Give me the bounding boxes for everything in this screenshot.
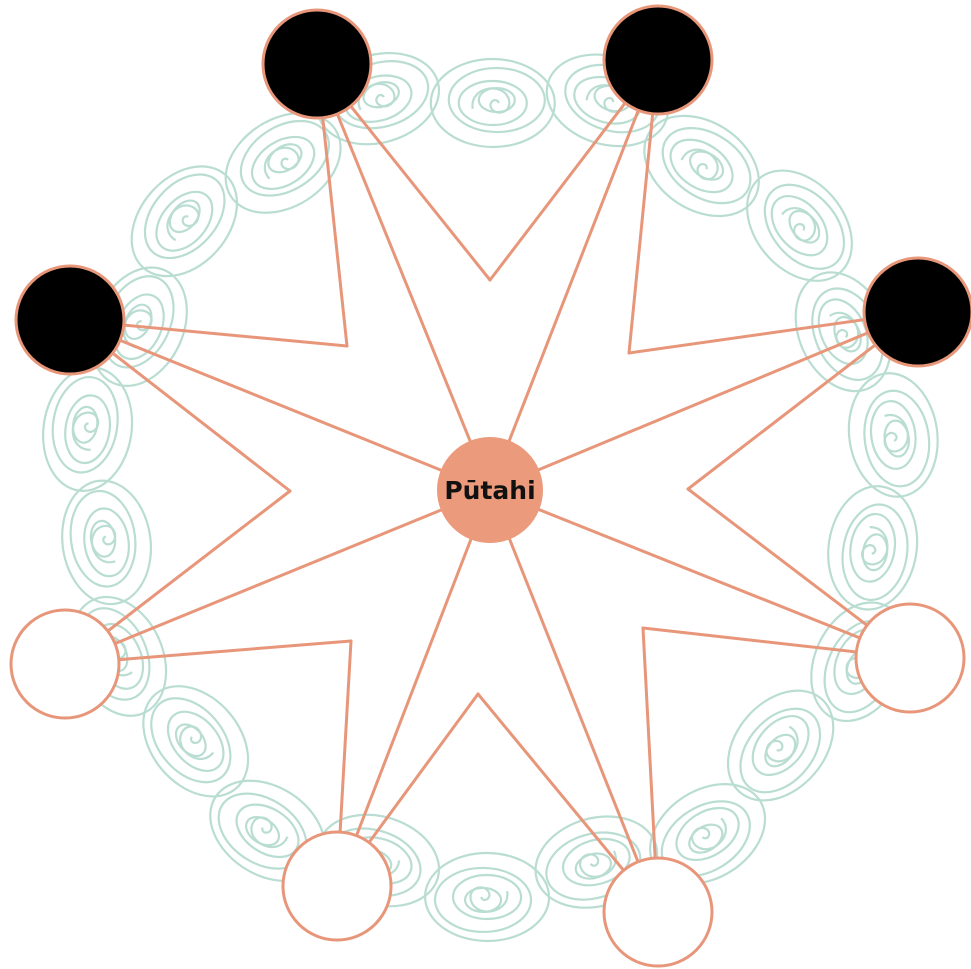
spoke-line <box>317 64 490 490</box>
spoke-line <box>490 490 910 658</box>
node-bottom-right[interactable] <box>604 858 712 966</box>
koru-motif <box>110 146 258 297</box>
center-label: Pūtahi <box>444 476 535 505</box>
koru-motif <box>35 361 141 497</box>
node-left-lower[interactable] <box>11 610 119 718</box>
koru-motif <box>820 480 926 616</box>
koru-motif <box>425 853 550 942</box>
koru-motif <box>55 475 159 610</box>
node-bottom-left[interactable] <box>283 832 391 940</box>
spoke-line <box>490 60 658 490</box>
node-left-upper[interactable] <box>16 266 124 374</box>
node-right-lower[interactable] <box>856 604 964 712</box>
spoke-line <box>337 490 490 886</box>
koru-motif <box>707 670 855 821</box>
node-right-upper[interactable] <box>864 258 971 366</box>
node-top-right[interactable] <box>604 6 712 114</box>
spoke-line <box>70 320 490 490</box>
koru-motif <box>841 368 945 503</box>
center-node[interactable]: Pūtahi <box>437 437 543 543</box>
koru-motif <box>430 59 555 148</box>
node-top-left[interactable] <box>263 10 371 118</box>
